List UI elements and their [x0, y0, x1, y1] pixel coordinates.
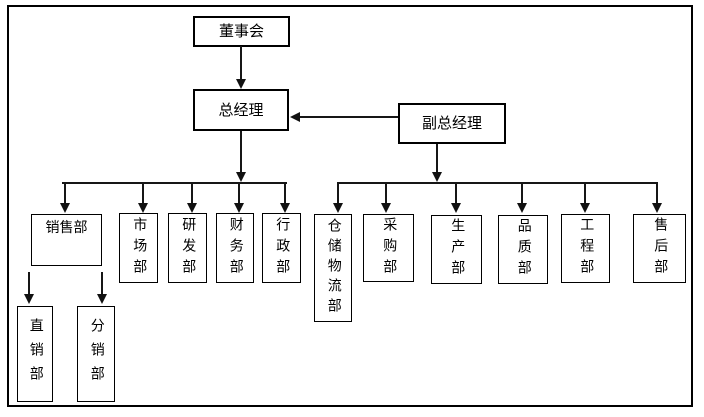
node-quality-dept: 品质部 [498, 215, 548, 284]
node-direct-sales-dept: 直销部 [17, 306, 53, 402]
edge-production-line [455, 184, 457, 204]
edge-gm-drop-arrowhead [236, 172, 246, 182]
edge-warehouse-line [337, 184, 339, 204]
node-marketing-dept-label: 市场部 [131, 216, 148, 280]
edge-purchasing-line [385, 184, 387, 204]
edge-marketing-arrowhead [138, 203, 148, 213]
edge-deputy-gm-arrowhead [290, 112, 300, 122]
edge-board-gm-line [240, 46, 242, 81]
edge-after-sales-line [656, 184, 658, 204]
edge-rnd-arrowhead [187, 203, 197, 213]
outer-border [7, 5, 693, 407]
edge-gm-drop-line [240, 131, 242, 173]
node-quality-dept-label: 品质部 [515, 218, 532, 281]
node-rnd-dept-label: 研发部 [180, 216, 197, 280]
node-production-dept-label: 生产部 [449, 218, 466, 281]
node-admin-dept-label: 行政部 [274, 216, 291, 280]
edge-sales-line [64, 184, 66, 204]
node-warehouse-logistics-dept-label: 仓储物流部 [325, 218, 342, 318]
edge-sales-arrowhead [60, 203, 70, 213]
node-direct-sales-dept-label: 直销部 [27, 318, 44, 390]
node-distribution-dept: 分销部 [77, 306, 115, 402]
edge-engineering-line [584, 184, 586, 204]
node-deputy-general-manager-label: 副总经理 [421, 114, 482, 133]
node-board-label: 董事会 [218, 22, 264, 41]
node-after-sales-dept: 售后部 [633, 214, 686, 283]
node-engineering-dept: 工程部 [561, 214, 610, 283]
edge-marketing-line [142, 184, 144, 204]
node-distribution-dept-label: 分销部 [88, 318, 105, 390]
edge-admin-arrowhead [280, 203, 290, 213]
node-purchasing-dept: 采购部 [363, 214, 414, 282]
edge-production-arrowhead [451, 203, 461, 213]
node-sales-dept: 销售部 [31, 214, 102, 266]
edge-deputy-drop-line [436, 144, 438, 174]
right-branch-rail [337, 182, 658, 184]
edge-admin-line [284, 184, 286, 204]
edge-deputy-gm-line [300, 116, 398, 118]
edge-rnd-line [191, 184, 193, 204]
edge-deputy-drop-arrowhead [432, 172, 442, 182]
edge-purchasing-arrowhead [381, 203, 391, 213]
edge-board-gm-arrowhead [236, 79, 246, 89]
edge-quality-line [521, 184, 523, 204]
edge-distribution-arrowhead [97, 294, 107, 304]
node-warehouse-logistics-dept: 仓储物流部 [314, 214, 352, 322]
node-engineering-dept-label: 工程部 [578, 217, 595, 280]
node-rnd-dept: 研发部 [168, 213, 207, 283]
node-board: 董事会 [193, 16, 290, 47]
node-sales-dept-label: 销售部 [45, 220, 88, 236]
edge-distribution-line [101, 272, 103, 295]
node-after-sales-dept-label: 售后部 [652, 217, 669, 280]
node-deputy-general-manager: 副总经理 [398, 103, 506, 144]
edge-finance-line [238, 184, 240, 204]
node-marketing-dept: 市场部 [119, 213, 158, 283]
edge-direct-sales-line [28, 272, 30, 295]
node-admin-dept: 行政部 [262, 213, 301, 283]
edge-engineering-arrowhead [580, 203, 590, 213]
node-finance-dept-label: 财务部 [227, 216, 244, 280]
edge-after-sales-arrowhead [652, 203, 662, 213]
node-general-manager-label: 总经理 [218, 100, 264, 119]
edge-finance-arrowhead [234, 203, 244, 213]
node-production-dept: 生产部 [431, 215, 482, 284]
node-finance-dept: 财务部 [216, 213, 254, 283]
edge-warehouse-arrowhead [333, 203, 343, 213]
node-general-manager: 总经理 [193, 89, 289, 131]
edge-direct-sales-arrowhead [24, 294, 34, 304]
edge-quality-arrowhead [517, 203, 527, 213]
left-branch-rail [62, 182, 287, 184]
node-purchasing-dept-label: 采购部 [381, 216, 398, 280]
